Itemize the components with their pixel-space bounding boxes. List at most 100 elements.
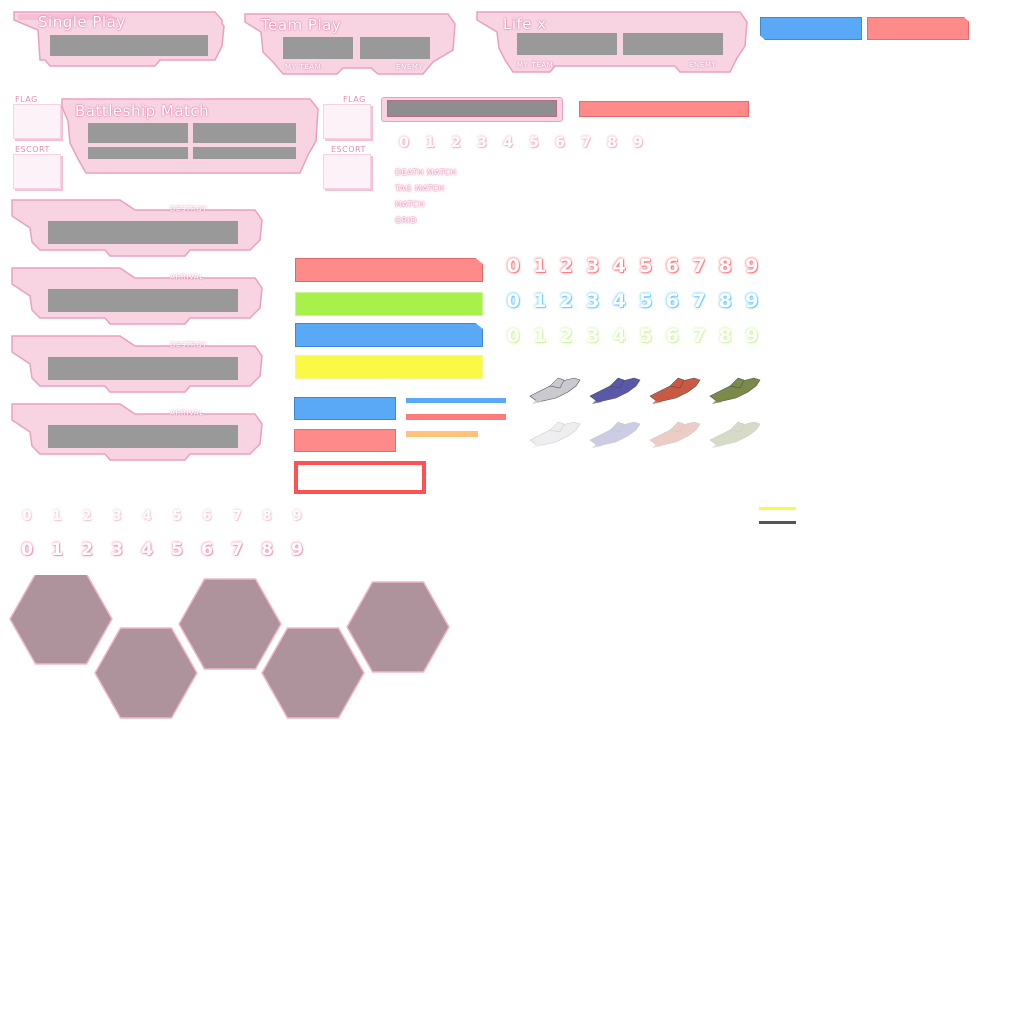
- hexagon-tile: [178, 578, 282, 670]
- digit-1: 1: [533, 290, 547, 312]
- digit-3: 3: [111, 540, 123, 560]
- hexagon-grid: [9, 575, 450, 719]
- digit-7: 7: [692, 325, 706, 347]
- digit-8: 8: [718, 325, 732, 347]
- orange-thin-line: [406, 431, 478, 437]
- escort-label-left: ESCORT: [15, 145, 50, 154]
- team-play-title: Team Play: [261, 16, 342, 34]
- white-ship-icon: [528, 370, 582, 410]
- digit-2: 2: [559, 255, 573, 277]
- yellow-small-line: [759, 507, 796, 510]
- digit-3: 3: [586, 325, 600, 347]
- life-my-team-label: MY TEAM: [517, 61, 554, 69]
- battleship-panel: Battleship Match: [50, 97, 322, 175]
- life-panel: Life x MY TEAM ENEMY: [475, 10, 750, 75]
- digit-3: 3: [477, 135, 487, 151]
- my-team-slot: [283, 37, 353, 59]
- digit-1: 1: [51, 540, 63, 560]
- objective-panel: DESTROY: [10, 334, 265, 394]
- digit-4: 4: [612, 325, 626, 347]
- digit-2: 2: [559, 290, 573, 312]
- team-red-bar: [867, 17, 969, 40]
- flag-label-right: FLAG: [343, 95, 366, 104]
- objective-label: DESTROY: [170, 205, 207, 213]
- digit-1: 1: [533, 325, 547, 347]
- battleship-slot-right-top: [193, 123, 296, 143]
- hexagon-tile: [346, 581, 450, 673]
- mode-grid: GRID: [395, 216, 417, 225]
- battleship-slot-left-bottom: [88, 147, 188, 159]
- team-blue-bar: [760, 17, 862, 40]
- digit-2: 2: [81, 540, 93, 560]
- green-gauge-bar: [295, 292, 483, 316]
- objective-slot: [48, 425, 238, 448]
- green-ship-icon: [708, 414, 762, 454]
- digit-7: 7: [231, 540, 243, 560]
- blue-ship-icon: [588, 414, 642, 454]
- digit-3: 3: [586, 290, 600, 312]
- digit-2: 2: [559, 325, 573, 347]
- digit-4: 4: [612, 255, 626, 277]
- objective-slot: [48, 289, 238, 312]
- red-thin-line: [406, 414, 506, 420]
- digit-6: 6: [665, 290, 679, 312]
- escort-box-right: [323, 154, 371, 189]
- red-status-bar: [579, 101, 749, 117]
- digit-8: 8: [262, 509, 272, 524]
- life-title: Life x: [503, 15, 547, 33]
- objective-slot: [48, 221, 238, 244]
- mode-death-match: DEATH MATCH: [395, 168, 457, 177]
- yellow-gauge-bar: [295, 355, 483, 379]
- digit-1: 1: [425, 135, 435, 151]
- digit-0: 0: [21, 540, 33, 560]
- white-ship-icon: [528, 414, 582, 454]
- digit-6: 6: [665, 325, 679, 347]
- life-enemy-slot: [623, 33, 723, 55]
- digit-9: 9: [292, 509, 302, 524]
- blue-thin-line: [406, 398, 506, 403]
- digit-0: 0: [506, 325, 520, 347]
- objective-panel: DESTROY: [10, 198, 265, 258]
- objective-panel: ARRIVAL: [10, 266, 265, 326]
- digit-7: 7: [232, 509, 242, 524]
- digit-8: 8: [718, 290, 732, 312]
- gray-small-line: [759, 521, 796, 524]
- hexagon-tile: [261, 627, 365, 719]
- battleship-slot-left-top: [88, 123, 188, 143]
- escort-label-right: ESCORT: [331, 145, 366, 154]
- digit-9: 9: [633, 135, 643, 151]
- enemy-label: ENEMY: [396, 63, 424, 71]
- digit-5: 5: [639, 325, 653, 347]
- digit-3: 3: [112, 509, 122, 524]
- blue-ship-icon: [588, 370, 642, 410]
- digit-0: 0: [22, 509, 32, 524]
- digit-2: 2: [82, 509, 92, 524]
- team-play-panel: Team Play MY TEAM ENEMY: [243, 12, 458, 77]
- digit-6: 6: [665, 255, 679, 277]
- name-bar-slot: [387, 100, 557, 117]
- life-enemy-label: ENEMY: [689, 61, 717, 69]
- flag-box-left: [13, 104, 61, 139]
- digit-5: 5: [171, 540, 183, 560]
- single-play-slot: [50, 35, 208, 56]
- mode-match: MATCH: [395, 200, 425, 209]
- single-play-title: Single Play: [38, 13, 126, 31]
- digit-6: 6: [202, 509, 212, 524]
- digit-5: 5: [529, 135, 539, 151]
- flag-box-right: [323, 104, 371, 139]
- enemy-slot: [360, 37, 430, 59]
- objective-slot: [48, 357, 238, 380]
- battleship-title: Battleship Match: [75, 102, 210, 120]
- digit-1: 1: [52, 509, 62, 524]
- red-gauge-bar: [295, 258, 483, 282]
- mode-list: DEATH MATCH TAG MATCH MATCH GRID: [395, 165, 457, 229]
- digit-9: 9: [291, 540, 303, 560]
- digit-7: 7: [692, 255, 706, 277]
- digit-8: 8: [718, 255, 732, 277]
